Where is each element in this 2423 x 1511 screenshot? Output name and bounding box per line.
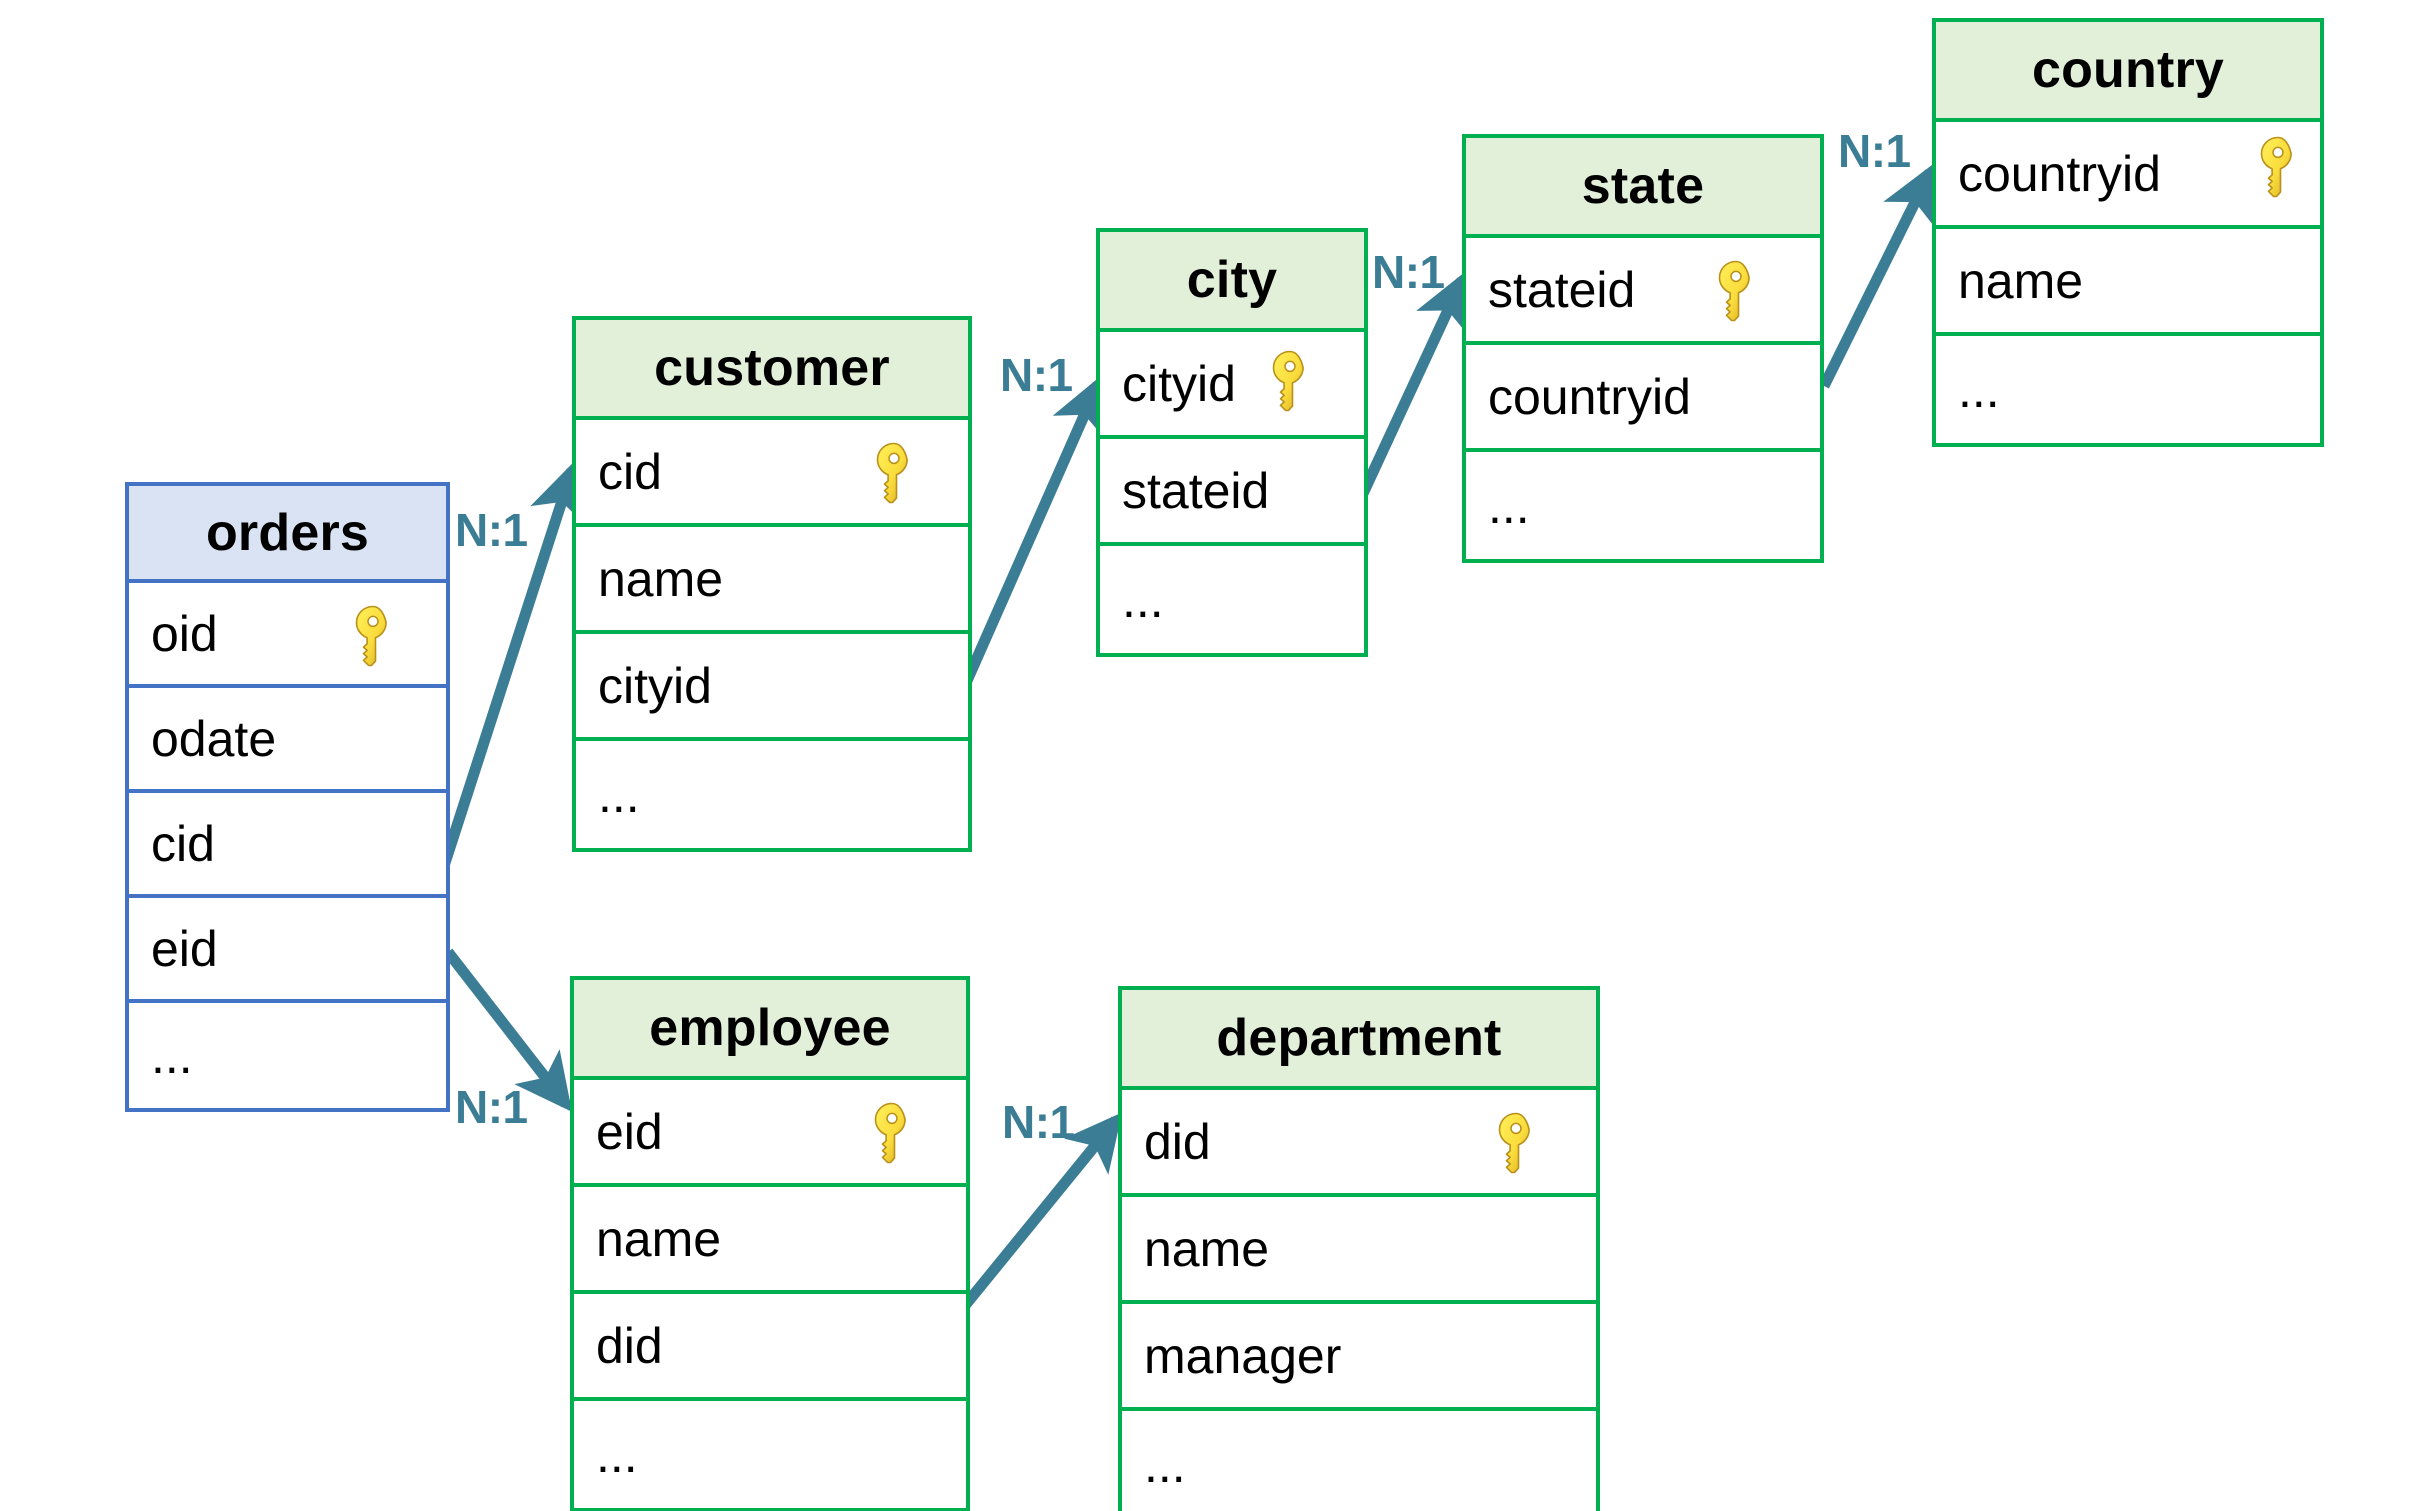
entity-field-row: oid: [129, 583, 446, 688]
entity-table-customer: customer cid name cityid...: [572, 316, 972, 852]
entity-field-row: stateid: [1100, 439, 1364, 546]
field-label: countryid: [1488, 368, 1691, 425]
entity-table-city: city cityid stateid...: [1096, 228, 1368, 657]
entity-field-row: odate: [129, 688, 446, 793]
entity-name: orders: [205, 503, 370, 562]
entity-field-row: name: [576, 527, 968, 634]
entity-field-row: ...: [129, 1003, 446, 1108]
field-label: cityid: [598, 657, 712, 714]
entity-field-row: eid: [129, 898, 446, 1003]
entity-header-orders: orders: [129, 486, 446, 583]
field-label: ...: [1144, 1436, 1186, 1493]
entity-header-employee: employee: [574, 980, 966, 1080]
field-label: ...: [598, 766, 640, 823]
entity-field-row: manager: [1122, 1304, 1596, 1411]
cardinality-label-orders-employee: N:1: [455, 1081, 528, 1133]
relationship-arrow-customer-city: [960, 374, 1106, 686]
field-label: ...: [1122, 571, 1164, 628]
field-label: stateid: [1122, 462, 1270, 519]
entity-field-row: did: [574, 1294, 966, 1401]
primary-key-icon: [1714, 260, 1758, 322]
entity-name: city: [1186, 251, 1278, 309]
entity-field-row: ...: [1466, 452, 1820, 559]
entity-field-row: ...: [574, 1401, 966, 1508]
entity-field-row: cityid: [1100, 332, 1364, 439]
field-label: did: [1144, 1113, 1211, 1170]
entity-field-row: stateid: [1466, 238, 1820, 345]
field-label: name: [596, 1210, 722, 1267]
cardinality-label-customer-city: N:1: [1000, 349, 1073, 401]
primary-key-icon: [2256, 136, 2300, 198]
field-label: countryid: [1958, 145, 2161, 202]
relationship-arrow-orders-customer: [438, 460, 585, 868]
entity-field-row: name: [1936, 229, 2320, 336]
field-label: ...: [151, 1027, 193, 1084]
cardinality-label-state-country: N:1: [1838, 125, 1911, 177]
field-label: ...: [1488, 477, 1530, 534]
entity-field-row: eid: [574, 1080, 966, 1187]
entity-field-row: ...: [1936, 336, 2320, 443]
entity-field-row: countryid: [1466, 345, 1820, 452]
entity-name: employee: [649, 999, 891, 1057]
field-label: cityid: [1122, 355, 1236, 412]
entity-field-row: name: [574, 1187, 966, 1294]
entity-field-row: countryid: [1936, 122, 2320, 229]
entity-field-row: cid: [129, 793, 446, 898]
field-label: ...: [1958, 361, 2000, 418]
entity-field-row: ...: [1100, 546, 1364, 653]
primary-key-icon: [1494, 1112, 1538, 1174]
relationship-arrow-orders-employee: [443, 948, 573, 1112]
relationship-arrow-employee-department: [953, 1112, 1123, 1318]
entity-table-country: country countryid name...: [1932, 18, 2324, 447]
entity-field-row: ...: [576, 741, 968, 848]
entity-header-state: state: [1466, 138, 1820, 238]
primary-key-icon: [870, 1102, 914, 1164]
cardinality-label-employee-department: N:1: [1002, 1096, 1075, 1148]
entity-table-employee: employee eid name did...: [570, 976, 970, 1511]
entity-name: country: [2031, 41, 2225, 99]
field-label: eid: [151, 920, 218, 977]
entity-name: customer: [654, 339, 890, 397]
field-label: odate: [151, 710, 277, 767]
entity-field-row: ...: [1122, 1411, 1596, 1511]
relationship-arrow-city-state: [1355, 271, 1469, 503]
primary-key-icon: [872, 442, 916, 504]
entity-name: state: [1581, 157, 1705, 215]
entity-header-country: country: [1936, 22, 2320, 122]
entity-header-city: city: [1100, 232, 1364, 332]
field-label: did: [596, 1317, 663, 1374]
entity-table-orders: orders oid odate cid eid...: [125, 482, 450, 1112]
field-label: cid: [151, 815, 215, 872]
primary-key-icon: [351, 605, 395, 667]
field-label: stateid: [1488, 261, 1636, 318]
field-label: oid: [151, 605, 218, 662]
entity-table-state: state stateid countryid...: [1462, 134, 1824, 563]
entity-header-customer: customer: [576, 320, 968, 420]
field-label: manager: [1144, 1327, 1342, 1384]
field-label: eid: [596, 1103, 663, 1160]
field-label: name: [1958, 252, 2084, 309]
cardinality-label-city-state: N:1: [1372, 246, 1445, 298]
primary-key-icon: [1268, 350, 1312, 412]
relationship-arrow-state-country: [1819, 163, 1935, 389]
entity-field-row: name: [1122, 1197, 1596, 1304]
field-label: name: [1144, 1220, 1270, 1277]
entity-header-department: department: [1122, 990, 1596, 1090]
entity-name: department: [1216, 1009, 1502, 1067]
field-label: ...: [596, 1426, 638, 1483]
cardinality-label-orders-customer: N:1: [455, 504, 528, 556]
entity-field-row: did: [1122, 1090, 1596, 1197]
field-label: name: [598, 550, 724, 607]
entity-field-row: cityid: [576, 634, 968, 741]
field-label: cid: [598, 443, 662, 500]
entity-field-row: cid: [576, 420, 968, 527]
